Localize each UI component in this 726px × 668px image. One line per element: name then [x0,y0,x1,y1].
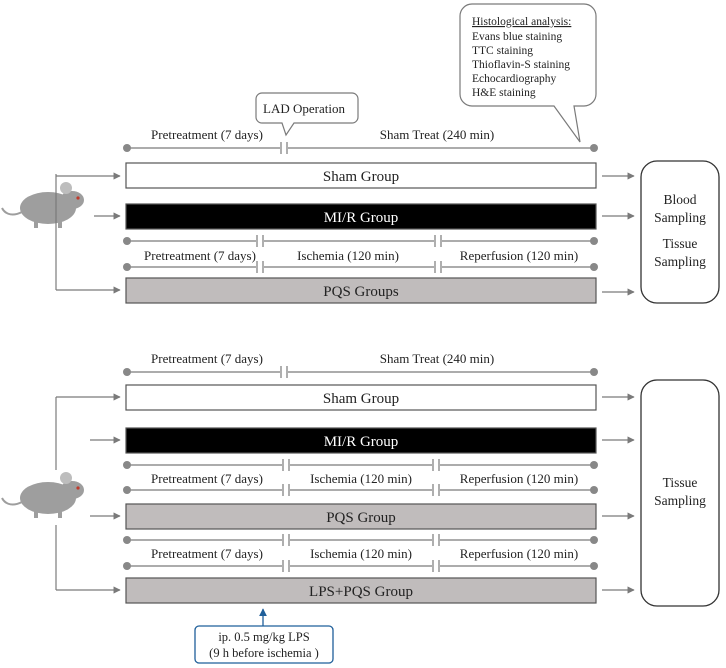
panel-2: Pretreatment (7 days) Sham Treat (240 mi… [1,351,720,664]
timeline-sham-treat: Pretreatment (7 days) Sham Treat (240 mi… [123,127,598,154]
sham-group-label: Sham Group [323,391,399,407]
timeline-pretreatment-label: Pretreatment (7 days) [151,351,263,366]
timeline-reperfusion-label: Reperfusion (120 min) [460,546,578,561]
sham-group-box [125,162,597,189]
pqs-group-box [125,503,597,530]
lps-pqs-group-box [125,577,597,604]
timeline-sham-treat-label: Sham Treat (240 min) [380,351,494,366]
lps-pqs-group-label: LPS+PQS Group [309,584,413,600]
histology-item: H&E staining [472,87,536,99]
sham-group-box [125,384,597,411]
outcome-label: Tissue [663,475,698,490]
pqs-groups-box [125,277,597,304]
histology-item: Thioflavin-S staining [472,59,570,71]
timeline-reperfusion-label: Reperfusion (120 min) [460,248,578,263]
outcome-arrows [602,172,635,296]
pqs-group-label: PQS Group [326,510,396,526]
timeline-ischemia-label: Ischemia (120 min) [297,248,399,263]
mir-group-box [125,203,597,230]
histology-item: Echocardiography [472,73,557,85]
timeline-ischemia-label: Ischemia (120 min) [310,546,412,561]
timeline-ischemia-reperfusion [123,459,598,471]
pqs-groups-label: PQS Groups [323,284,399,300]
timeline-sham-treat-label: Sham Treat (240 min) [380,127,494,142]
outcome-label: Sampling [654,493,706,508]
lps-note-box [194,625,334,664]
histology-title: Histological analysis: [472,16,571,28]
outcome-box [640,160,720,304]
timeline-pretreatment-label: Pretreatment (7 days) [151,546,263,561]
timeline-ischemia-reperfusion [123,560,598,572]
mouse-icon [1,182,84,228]
outcome-arrows [602,393,635,594]
mir-group-box [125,427,597,454]
timeline-pretreatment-label: Pretreatment (7 days) [144,248,256,263]
outcome-label: Blood [663,192,696,207]
timeline-pretreatment-label: Pretreatment (7 days) [151,471,263,486]
lad-operation-callout: LAD Operation [255,92,359,137]
histology-item: TTC staining [472,45,533,57]
lps-note-line: (9 h before ischemia ) [209,646,319,660]
mouse-icon [1,472,84,518]
histological-analysis-callout: Histological analysis: Evans blue staini… [459,3,597,143]
sham-group-label: Sham Group [323,169,399,185]
timeline-ischemia-label: Ischemia (120 min) [310,471,412,486]
mir-group-label: MI/R Group [324,434,399,450]
timeline-ischemia-reperfusion [123,484,598,496]
lad-operation-label: LAD Operation [263,101,345,116]
timeline-ischemia-reperfusion [123,534,598,546]
outcome-label: Tissue [663,236,698,251]
timeline-pretreatment-label: Pretreatment (7 days) [151,127,263,142]
branch-lines [55,172,121,294]
timeline-ischemia-reperfusion [123,261,598,273]
histology-item: Evans blue staining [472,31,562,43]
timeline-ischemia-reperfusion [123,235,598,247]
outcome-box [640,379,720,607]
timeline-reperfusion-label: Reperfusion (120 min) [460,471,578,486]
timeline-sham-treat: Pretreatment (7 days) Sham Treat (240 mi… [123,351,598,378]
outcome-label: Sampling [654,210,706,225]
panel-1: Pretreatment (7 days) Sham Treat (240 mi… [1,3,720,304]
outcome-label: Sampling [654,254,706,269]
mir-group-label: MI/R Group [324,210,399,226]
branch-lines [55,393,121,594]
lps-note-line: ip. 0.5 mg/kg LPS [218,630,309,644]
